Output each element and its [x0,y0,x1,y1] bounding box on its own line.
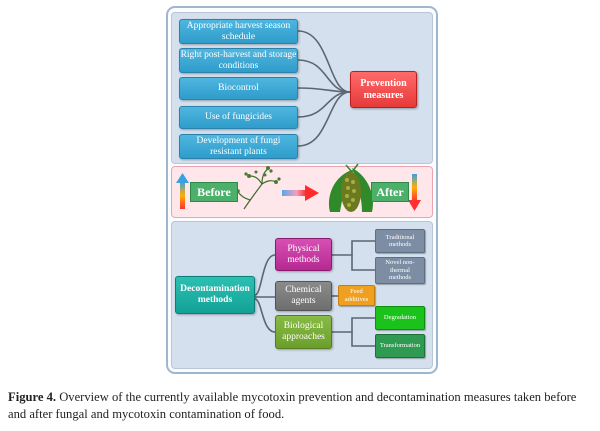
corn-icon [328,163,374,212]
right-arrow-icon [282,185,319,201]
prevention-measures-hub: Prevention measures [350,71,417,108]
before-label: Before [190,182,238,202]
caption-label: Figure 4. [8,390,57,404]
fungus-icon [234,166,281,210]
novel-non-thermal-methods-box: Novel non-thermal methods [375,257,425,284]
figure-caption: Figure 4. Overview of the currently avai… [8,389,596,423]
biological-approaches-box: Biological approaches [275,315,332,349]
prevention-item-harvest-schedule: Appropriate harvest season schedule [179,19,298,44]
up-arrow-icon [176,173,189,209]
transformation-box: Transformation [375,334,425,358]
traditional-methods-box: Traditional methods [375,229,425,253]
degradation-box: Degradation [375,306,425,330]
prevention-item-resistant-plants: Development of fungi resistant plants [179,134,298,159]
prevention-item-biocontrol: Biocontrol [179,77,298,100]
down-arrow-icon [408,174,421,211]
prevention-item-fungicides: Use of fungicides [179,106,298,129]
chemical-agents-box: Chemical agents [275,281,332,311]
prevention-item-storage-conditions: Right post-harvest and storage condition… [179,48,298,73]
feed-additives-box: Feed additives [338,285,375,306]
decontamination-methods-hub: Decontamination methods [175,276,255,314]
after-label: After [371,182,409,202]
caption-text: Overview of the currently available myco… [8,390,577,421]
physical-methods-box: Physical methods [275,238,332,271]
